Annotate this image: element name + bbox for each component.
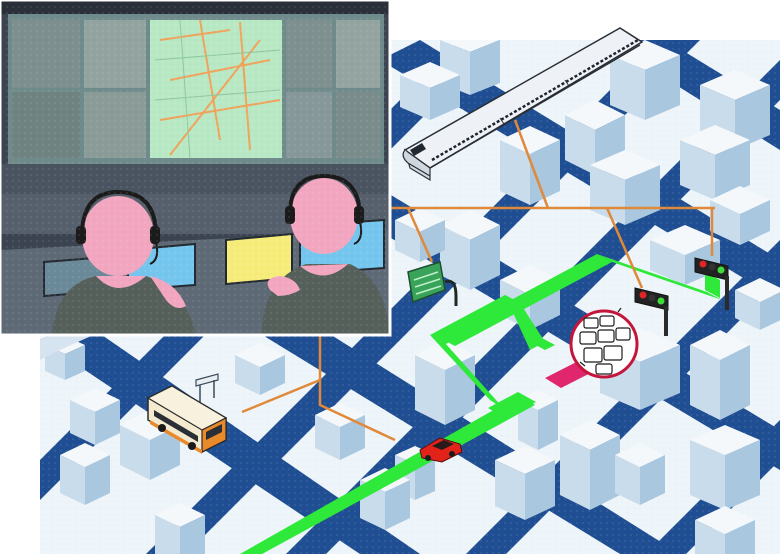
building — [60, 443, 110, 505]
building — [315, 403, 365, 460]
building — [440, 210, 500, 290]
building — [615, 443, 665, 505]
building — [690, 425, 760, 510]
control-room-icon — [0, 0, 390, 335]
building — [70, 388, 120, 445]
building — [500, 126, 560, 205]
building — [415, 340, 475, 425]
building — [590, 150, 660, 225]
building — [495, 446, 555, 520]
building — [560, 420, 620, 510]
building — [690, 330, 750, 420]
